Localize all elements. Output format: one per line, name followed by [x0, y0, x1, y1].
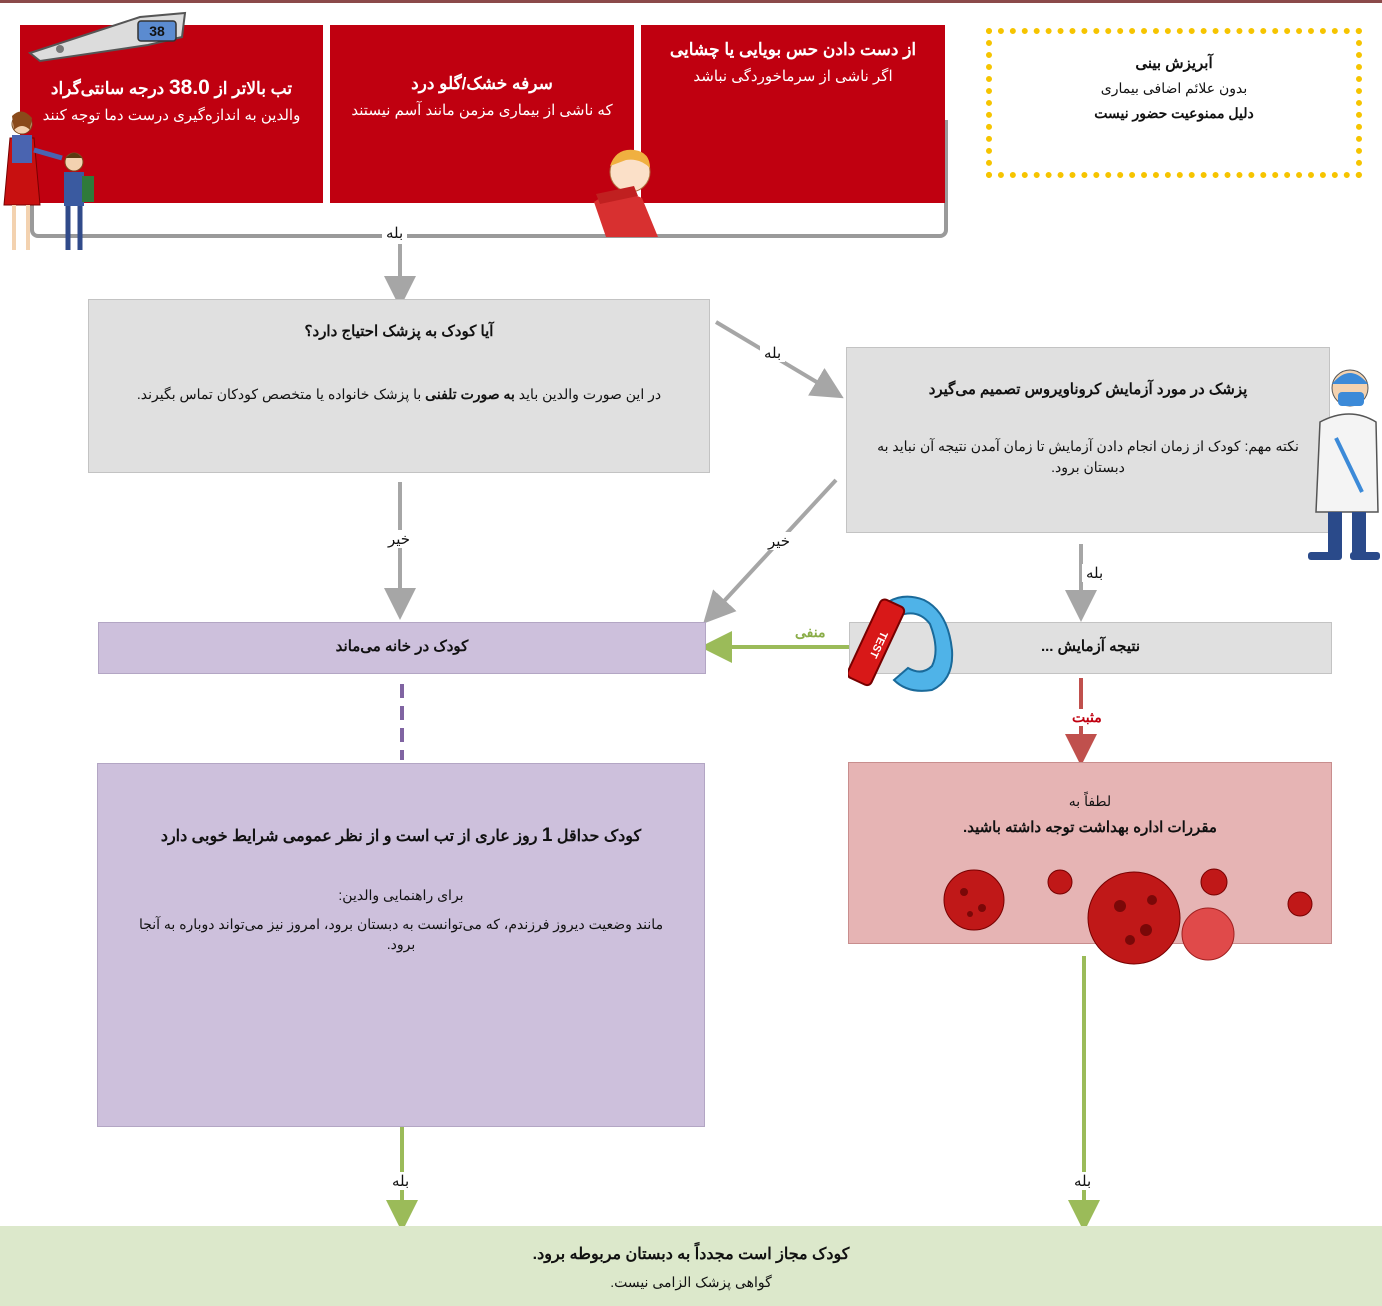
stays-home-box: کودک در خانه می‌ماند [98, 622, 706, 674]
label-yes-bottom-right: بله [1070, 1172, 1096, 1190]
return-school-title: کودک مجاز است مجدداً به دبستان مربوطه بر… [532, 1246, 850, 1263]
fever-free-title: کودک حداقل 1 روز عاری از تب است و از نظر… [160, 825, 642, 846]
symptom-cough-box: سرفه خشک/گلو درد که ناشی از بیماری مزمن … [330, 25, 634, 203]
coughing-child-illustration [586, 142, 686, 237]
runny-nose-title: آبریزش بینی [1135, 55, 1213, 72]
fever-free-guide-label: برای راهنمایی والدین: [338, 887, 464, 903]
return-school-box: کودک مجاز است مجدداً به دبستان مربوطه بر… [0, 1226, 1382, 1306]
label-yes-bottom-left: بله [388, 1172, 414, 1190]
svg-text:38: 38 [149, 23, 165, 39]
doctor-illustration [1306, 362, 1382, 562]
symptom-smell-box: از دست دادن حس بویایی یا چشایی اگر ناشی … [641, 25, 945, 203]
doctor-needed-box: آیا کودک به پزشک احتیاج دارد؟ در این صور… [88, 299, 710, 473]
doctor-decides-title: پزشک در مورد آزمایش کروناویروس تصمیم می‌… [928, 381, 1248, 398]
doctor-decides-body: نکته مهم: کودک از زمان انجام دادن آزمایش… [877, 438, 1299, 475]
label-positive: مثبت [1072, 709, 1102, 726]
label-yes-top: بله [382, 224, 408, 242]
stays-home-title: کودک در خانه می‌ماند [335, 638, 469, 655]
symptom-fever-title: تب بالاتر از 38.0 درجه سانتی‌گراد [50, 76, 293, 99]
runny-nose-line2: دلیل ممنوعیت حضور نیست [1094, 105, 1254, 121]
symptom-fever-desc: والدین به اندازه‌گیری درست دما توجه کنند [42, 107, 301, 124]
doctor-needed-body: در این صورت والدین باید به صورت تلفنی با… [136, 386, 662, 402]
test-result-title: نتیجه آزمایش ... [1040, 638, 1141, 655]
symptom-cough-title: سرفه خشک/گلو درد [411, 74, 553, 93]
top-rule [0, 0, 1382, 3]
symptom-smell-title: از دست دادن حس بویایی یا چشایی [669, 40, 917, 59]
label-negative: منفی [795, 624, 826, 640]
label-yes-doctor: بله [760, 344, 786, 362]
thermometer-icon: 38 [20, 5, 190, 65]
label-yes-test: بله [1082, 564, 1108, 582]
parent-child-illustration [0, 110, 110, 260]
health-office-line2: مقررات اداره بهداشت توجه داشته باشید. [963, 819, 1217, 836]
virus-illustration [920, 860, 1340, 986]
label-no-left: خیر [384, 530, 415, 548]
health-office-line1: لطفاً به [1068, 793, 1112, 809]
doctor-needed-title: آیا کودک به پزشک احتیاج دارد؟ [304, 323, 494, 340]
runny-nose-note: آبریزش بینی بدون علائم اضافی بیماری دلیل… [986, 28, 1362, 178]
fever-free-guide-text: مانند وضعیت دیروز فرزندم، که می‌توانست ب… [138, 916, 664, 952]
return-school-body: گواهی پزشک الزامی نیست. [610, 1274, 772, 1290]
symptom-cough-desc: که ناشی از بیماری مزمن مانند آسم نیستند [351, 102, 613, 119]
label-no-right: خیر [764, 532, 795, 550]
runny-nose-line1: بدون علائم اضافی بیماری [1100, 80, 1248, 96]
test-kit-illustration: TEST [848, 590, 960, 694]
test-result-box: نتیجه آزمایش ... [849, 622, 1332, 674]
symptom-smell-desc: اگر ناشی از سرماخوردگی نباشد [693, 68, 893, 85]
fever-free-box: کودک حداقل 1 روز عاری از تب است و از نظر… [97, 763, 705, 1127]
doctor-decides-box: پزشک در مورد آزمایش کروناویروس تصمیم می‌… [846, 347, 1330, 533]
